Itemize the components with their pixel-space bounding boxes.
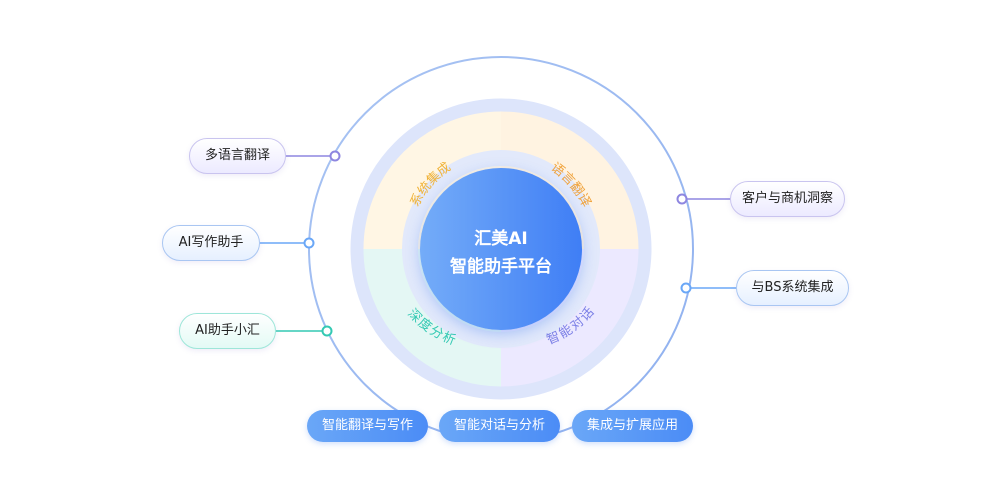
hub-title: 汇美AI [474,229,528,249]
feature-bs-integration: 与BS系统集成 [736,270,849,306]
bottom-pill-translation-writing: 智能翻译与写作 [307,410,428,442]
dot-right-1 [676,193,688,205]
bottom-pill-integration-extension: 集成与扩展应用 [572,410,693,442]
feature-ai-writing-assistant: AI写作助手 [162,225,260,261]
hub-subtitle: 智能助手平台 [450,257,552,277]
dot-left-3 [321,325,333,337]
feature-multilingual-translation: 多语言翻译 [189,138,286,174]
segment-ring [350,98,652,400]
center-hub: 汇美AI 智能助手平台 [420,168,582,330]
dot-left-1 [329,150,341,162]
feature-ai-assistant-xiaohui: AI助手小汇 [179,313,276,349]
dot-right-2 [680,282,692,294]
bottom-pill-dialogue-analysis: 智能对话与分析 [439,410,560,442]
inner-band [402,150,600,348]
dot-left-2 [303,237,315,249]
feature-customer-insight: 客户与商机洞察 [730,181,845,217]
